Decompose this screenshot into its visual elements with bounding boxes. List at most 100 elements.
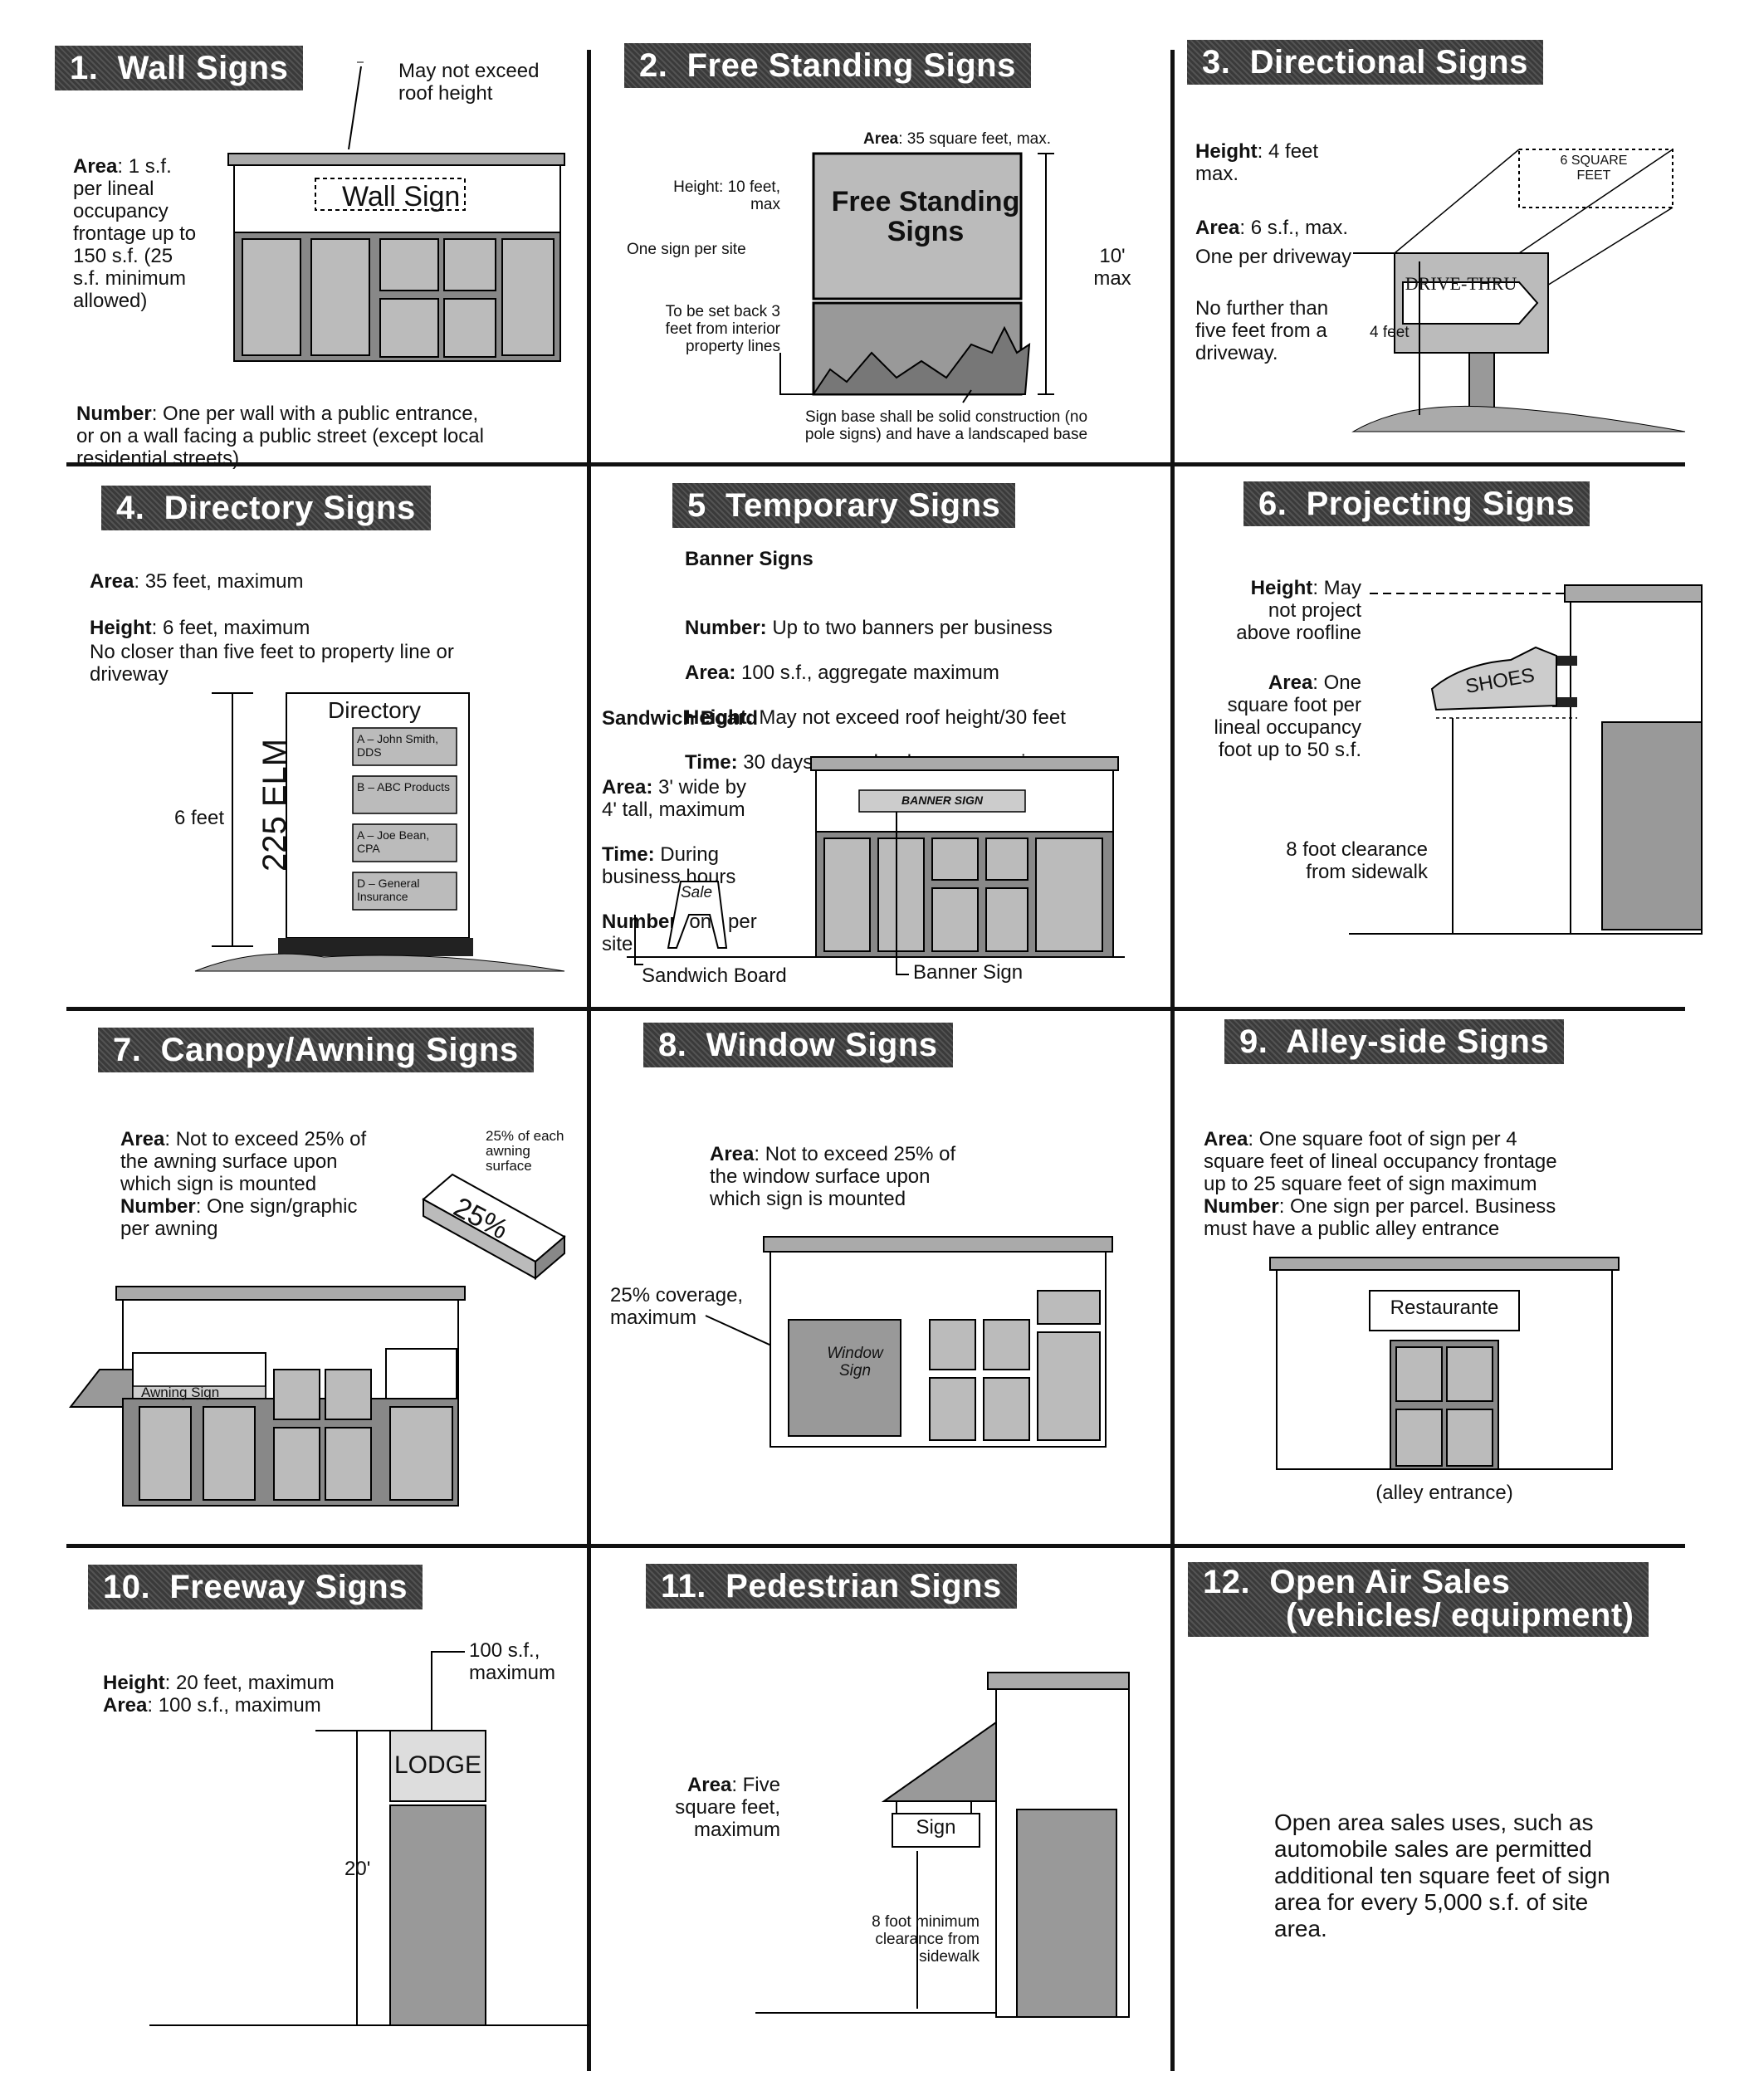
height-dimension: 10' max — [1093, 245, 1131, 290]
banner-rule: Number: Up to two banners per business — [685, 617, 1070, 639]
banner-sign-text: BANNER SIGN — [901, 794, 983, 807]
window-sign-text: Window Sign — [827, 1345, 883, 1380]
panel-title-text: Temporary Signs — [725, 487, 1001, 524]
area-rule: Area: 1 s.f. per lineal occupancy fronta… — [73, 133, 196, 312]
rule-text: May not exceed roof height/30 feet — [753, 706, 1066, 729]
area-label: Area — [103, 1694, 148, 1717]
height-label: Height — [103, 1672, 165, 1694]
pedestrian-sign-illustration — [755, 1672, 1130, 2018]
panel-number: 9. — [1239, 1023, 1268, 1060]
freeway-sign-illustration — [149, 1651, 589, 2026]
area-text: : Not to exceed 25% of the window surfac… — [710, 1143, 956, 1210]
area-label: Area — [120, 1128, 165, 1150]
address: 225 ELM — [257, 738, 293, 872]
panel-number: 8. — [658, 1027, 687, 1063]
column-divider-left — [587, 50, 591, 2071]
area-label: Area — [686, 1774, 732, 1796]
restaurante-sign-text: Restaurante — [1390, 1297, 1499, 1319]
rule-label: Time: — [685, 751, 738, 774]
projecting-sign-illustration — [1349, 584, 1703, 935]
clearance-note: 8 foot clearance from sidewalk — [1286, 838, 1428, 883]
area-label: Area — [1268, 672, 1313, 694]
area-callout: 100 s.f., maximum — [469, 1639, 556, 1684]
panel-title: 2. Free Standing Signs — [624, 43, 1031, 88]
panel-title: 8. Window Signs — [643, 1023, 953, 1067]
number-text: : One sign/graphic per awning — [120, 1195, 358, 1240]
area-label: Area — [90, 570, 134, 593]
height-dimension: 6 feet — [174, 807, 225, 829]
roof-height-note: May not exceed roof height — [398, 60, 540, 105]
row-divider-1 — [66, 462, 1685, 466]
area-label: Area — [710, 1143, 755, 1165]
panel-number: 12. — [1203, 1564, 1251, 1600]
area-text: : 35 feet, maximum — [134, 570, 304, 593]
coverage-note: 25% coverage, maximum — [610, 1284, 744, 1329]
base-note: Sign base shall be solid construction (n… — [804, 408, 1088, 443]
height-rule: Height: 20 feet, maximum — [103, 1649, 335, 1694]
sandwich-board-heading: Sandwich Board — [602, 707, 759, 730]
area-rule: Area: 100 s.f., maximum — [103, 1672, 321, 1717]
panel-title: 12. Open Air Sales (vehicles/ equipment) — [1188, 1562, 1649, 1637]
height-text: : 6 feet, maximum — [151, 617, 310, 639]
panel-title-text: Directional Signs — [1249, 44, 1528, 81]
rule-label: Area: — [685, 662, 736, 684]
panel-title: 9. Alley-side Signs — [1224, 1019, 1565, 1064]
rule-text: Up to two banners per business — [766, 617, 1053, 639]
further-rule: No further than five feet from a drivewa… — [1195, 297, 1329, 364]
alley-entrance-caption: (alley entrance) — [1375, 1482, 1513, 1504]
pedestrian-sign-text: Sign — [916, 1816, 956, 1839]
number-rule: Number: One per wall with a public entra… — [76, 380, 484, 470]
rule-text: 3' wide by 4' tall, maximum — [602, 776, 746, 821]
panel-number: 4. — [116, 490, 145, 526]
panel-title: 3. Directional Signs — [1187, 40, 1543, 85]
area-label: Area — [1204, 1128, 1248, 1150]
sale-text: Sale — [681, 884, 713, 901]
height-rule: Height: 10 feet, max — [673, 178, 780, 213]
area-label: Area — [863, 130, 899, 148]
number-rule: Number: One sign per parcel. Business mu… — [1204, 1173, 1556, 1240]
panel-number: 5 — [687, 487, 706, 524]
number-rule: Number: One sign/graphic per awning — [120, 1173, 357, 1240]
area-rule: Area: Not to exceed 25% of the window su… — [710, 1121, 955, 1210]
rule-label: Height: — [685, 706, 754, 729]
wall-sign-text: Wall Sign — [342, 181, 461, 212]
panel-title-text: Directory Signs — [164, 490, 416, 526]
sandwich-board-label: Sandwich Board — [642, 965, 787, 987]
panel-number: 1. — [70, 50, 99, 86]
banner-signs-heading: Banner Signs — [685, 548, 813, 570]
panel-number: 3. — [1202, 44, 1231, 81]
panel-title: 5 Temporary Signs — [672, 483, 1016, 528]
area-text: : One square foot of sign per 4 square f… — [1204, 1128, 1557, 1195]
height-text: : 4 feet max. — [1195, 140, 1319, 185]
awning-building-illustration — [68, 1286, 466, 1507]
area-rule: Area: 6 s.f., max. — [1195, 194, 1348, 239]
panel-title-text: Alley-side Signs — [1286, 1023, 1550, 1060]
area-rule: Area: 35 feet, maximum — [90, 548, 303, 593]
free-standing-sign-illustration — [779, 152, 1054, 403]
directory-sign-illustration — [194, 692, 565, 972]
directory-entry-1: A – John Smith, DDS — [357, 732, 439, 759]
area-rule: Area: Not to exceed 25% of the awning su… — [120, 1106, 366, 1195]
area-rule: Area: 35 square feet, max. — [863, 113, 1051, 148]
directory-entry-2: B – ABC Products — [357, 780, 451, 794]
panel-title: 4. Directory Signs — [101, 486, 431, 530]
height-rule: Height: 4 feet max. — [1195, 118, 1318, 185]
wall-sign-illustration — [227, 61, 565, 362]
one-sign-rule: One sign per site — [627, 241, 746, 258]
panel-title-text: Open Air Sales — [1269, 1564, 1511, 1600]
area-rule: Area: Five square feet, maximum — [614, 1751, 780, 1841]
area-text: : 35 square feet, max. — [898, 130, 1052, 148]
panel-title: 7. Canopy/Awning Signs — [98, 1028, 534, 1072]
directory-entry-3: A – Joe Bean, CPA — [357, 828, 430, 855]
panel-title: 6. Projecting Signs — [1243, 481, 1590, 526]
banner-rule: Height: May not exceed roof height/30 fe… — [685, 706, 1070, 729]
column-divider-right — [1170, 50, 1175, 2071]
temporary-signs-illustration — [627, 756, 1125, 975]
area-label: Area — [1195, 217, 1240, 239]
area-rule: Area: One square foot per lineal occupan… — [1162, 649, 1361, 761]
awning-sign-text: Awning Sign — [141, 1385, 220, 1400]
directory-title: Directory — [328, 697, 422, 723]
area-text: : 100 s.f., maximum — [147, 1694, 321, 1717]
setback-rule: To be set back 3 feet from interior prop… — [665, 303, 780, 355]
open-air-sales-body: Open area sales uses, such as automobile… — [1274, 1809, 1610, 1941]
